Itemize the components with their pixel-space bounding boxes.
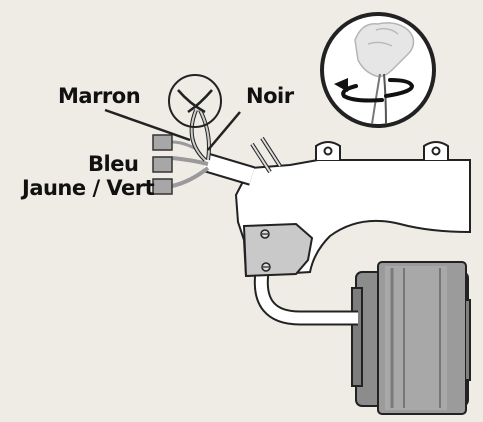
terminal-block-bleu	[152, 156, 173, 173]
label-bleu: Bleu	[88, 152, 139, 176]
terminal-block-jaune-vert	[152, 178, 173, 195]
motor-body	[351, 261, 471, 415]
label-noir: Noir	[246, 84, 294, 108]
twist-wires-hand-icon	[320, 12, 436, 128]
terminal-block-marron	[152, 134, 173, 151]
rotate-arrow-icon	[334, 78, 415, 103]
wires	[171, 109, 211, 188]
twist-callout-circle	[168, 74, 222, 128]
label-marron: Marron	[58, 84, 141, 108]
leader-marron	[104, 108, 191, 142]
connecting-tube	[253, 271, 358, 326]
leader-noir	[207, 111, 241, 151]
power-cable	[202, 152, 255, 186]
label-jaune-vert: Jaune / Vert	[22, 176, 155, 200]
terminal-cover	[242, 222, 314, 278]
